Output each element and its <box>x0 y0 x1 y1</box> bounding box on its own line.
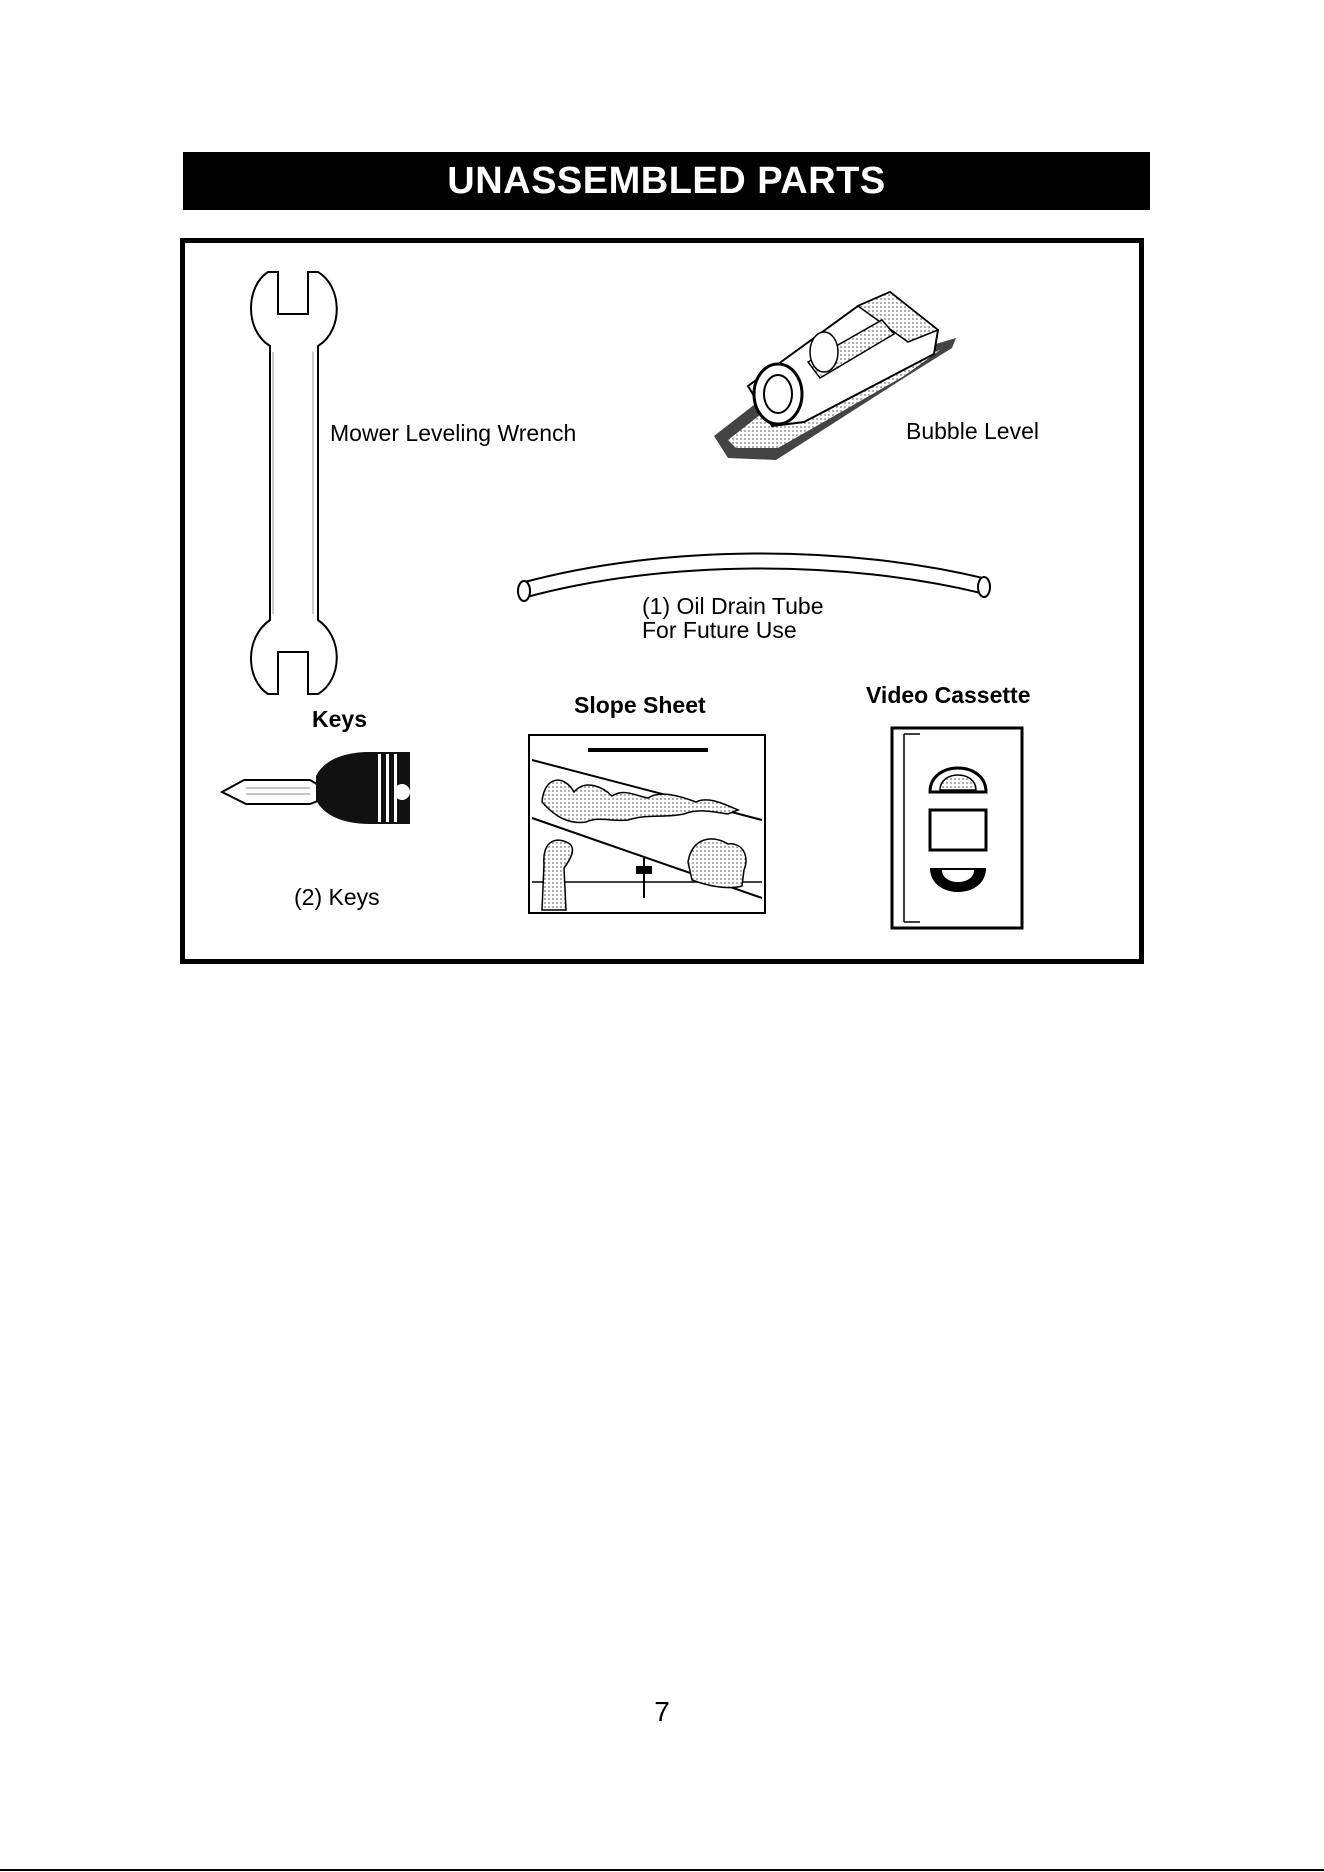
keys-label: (2) Keys <box>294 884 380 911</box>
oil-tube-label-line1: (1) Oil Drain Tube <box>642 593 824 620</box>
oil-tube-label-line2: For Future Use <box>642 617 797 644</box>
bubble-level-label: Bubble Level <box>906 418 1039 445</box>
slope-sheet-icon <box>528 734 766 914</box>
bottom-divider <box>0 1869 1324 1871</box>
slope-sheet-heading: Slope Sheet <box>574 692 706 719</box>
key-icon <box>220 750 416 826</box>
video-cassette-heading: Video Cassette <box>866 682 1030 709</box>
section-title: UNASSEMBLED PARTS <box>183 152 1150 210</box>
wrench-icon <box>240 268 350 698</box>
page-number: 7 <box>0 1696 1324 1728</box>
bubble-level-icon <box>708 286 960 478</box>
video-cassette-icon <box>890 726 1024 930</box>
wrench-label: Mower Leveling Wrench <box>330 420 576 447</box>
keys-heading: Keys <box>312 706 367 733</box>
